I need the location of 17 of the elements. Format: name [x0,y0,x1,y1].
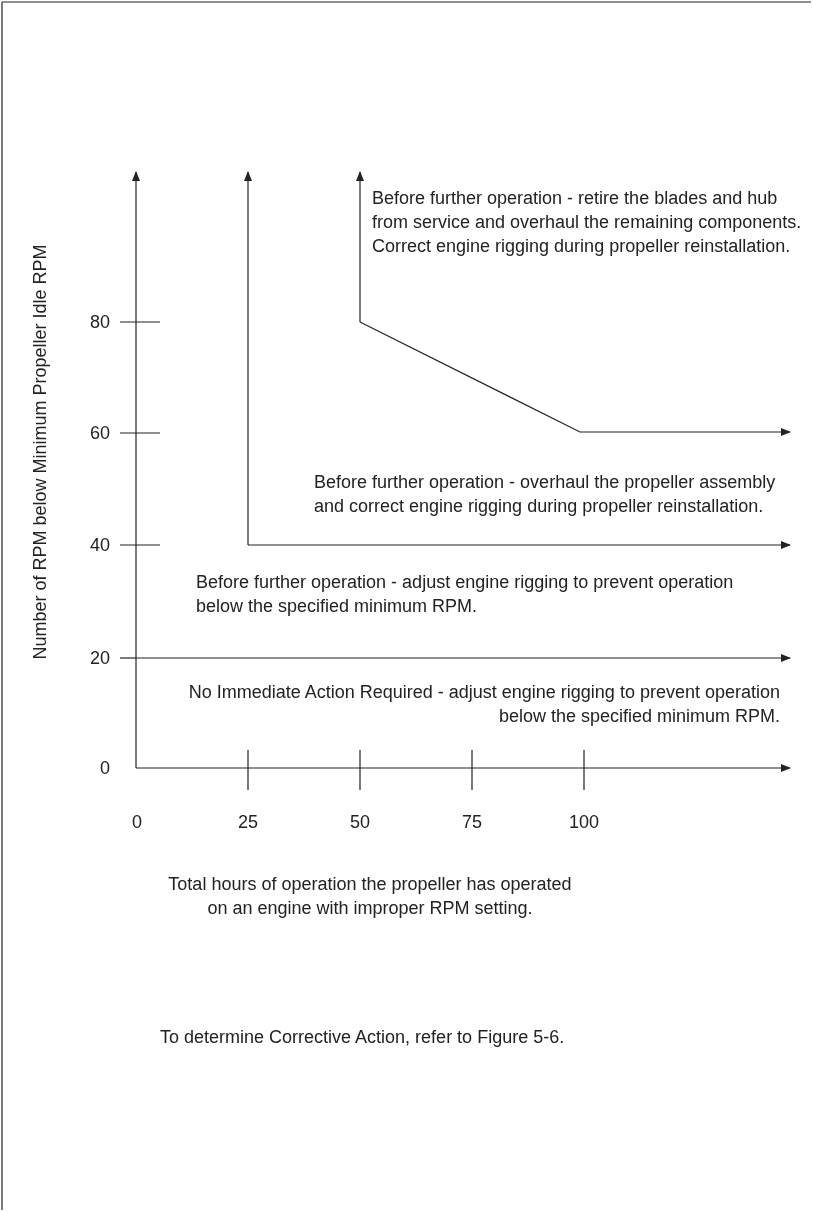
region-note: Before further operation - overhaul the propeller assembly and correct engine rigging during propeller reinstallation. [314,471,777,518]
axis-title: Total hours of operation the propeller has operated on an engine with improper RPM setting. [167,873,573,920]
tick-label: 80 [88,311,110,334]
tick-label: 40 [88,534,110,557]
region-note: Before further operation - adjust engine rigging to prevent operation below the specified minimum RPM. [196,571,735,618]
region-note: Before further operation - retire the blades and hub from service and overhaul the remaining components. Correct engine rigging during propeller reinstallation. [372,187,802,258]
tick-label: 100 [567,811,600,834]
tick-label: 60 [88,422,110,445]
tick-label: 50 [349,811,371,834]
tick-label: 75 [461,811,483,834]
footnote: To determine Corrective Action, refer to Figure 5-6. [160,1026,566,1049]
tick-label: 0 [99,757,110,780]
tick-label: 25 [237,811,259,834]
region-note: No Immediate Action Required - adjust engine rigging to prevent operation below the specified minimum RPM. [187,681,780,728]
tick-label: 20 [88,647,110,670]
tick-label: 0 [131,811,143,834]
axis-title: Number of RPM below Minimum Propeller Idle RPM [29,243,51,662]
